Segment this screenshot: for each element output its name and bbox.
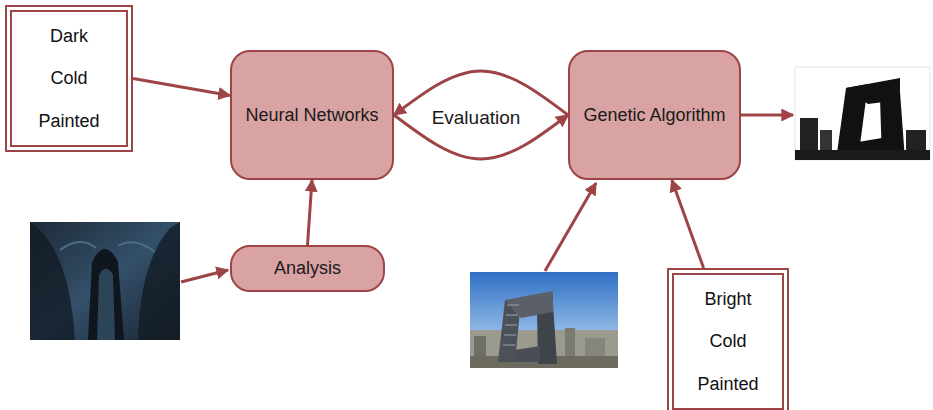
input-arrow [545, 183, 596, 271]
flow-arrow [308, 180, 313, 245]
building-photo [470, 272, 618, 368]
process-box: Analysis [230, 245, 385, 292]
process-box: Neural Networks [230, 50, 394, 180]
node-text: Neural Networks [245, 104, 378, 127]
process-box: Genetic Algorithm [568, 50, 741, 180]
input-arrow [181, 270, 228, 282]
node-text: Bright Cold Painted [697, 278, 758, 405]
node-text: Dark Cold Painted [38, 15, 99, 142]
attribute-box: Dark Cold Painted [5, 5, 133, 152]
process-label: Evaluation [430, 107, 523, 129]
flow-arrow [672, 180, 704, 268]
node-text: Genetic Algorithm [583, 104, 725, 127]
attribute-box: Bright Cold Painted [667, 268, 789, 410]
flow-arrow [133, 79, 230, 96]
node-text: Analysis [274, 257, 341, 280]
dark-painting [30, 222, 180, 340]
output-image [795, 67, 930, 160]
